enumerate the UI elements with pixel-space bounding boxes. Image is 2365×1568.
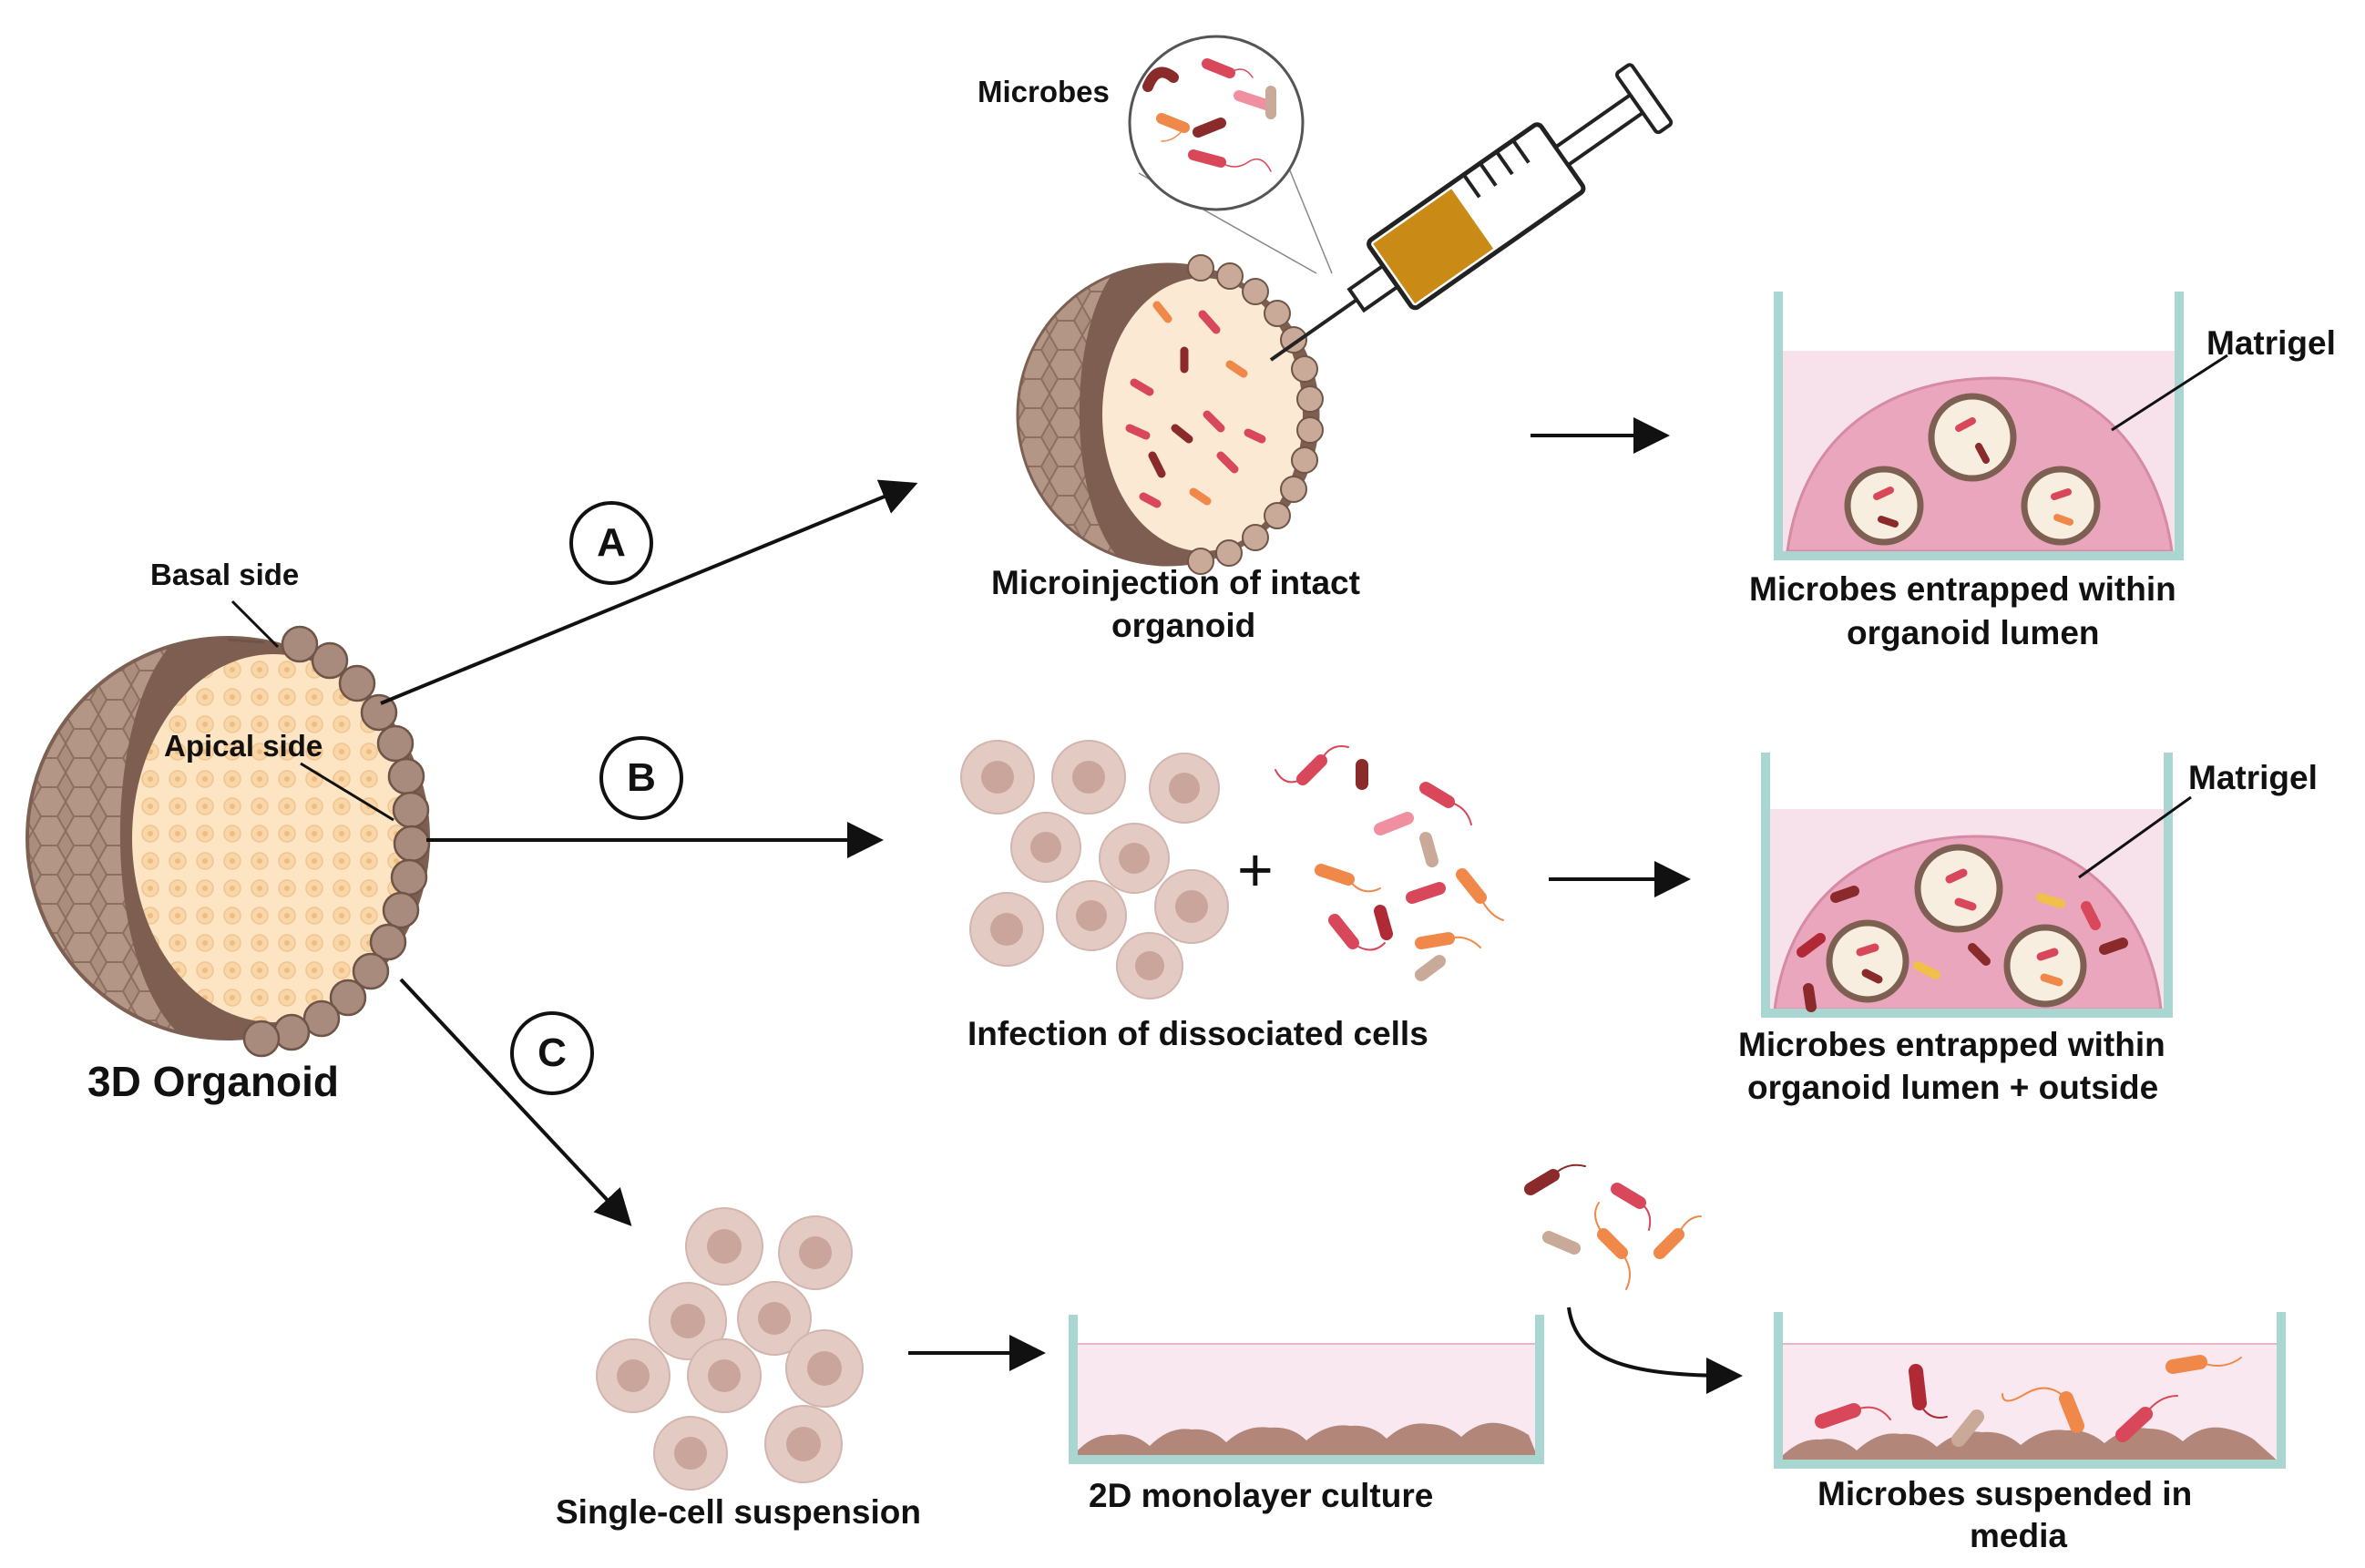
microbes-cluster-c: [1524, 1163, 1702, 1290]
organoid-rim: [242, 625, 431, 1058]
injected-organoid: [1016, 254, 1324, 575]
dish-suspended: [1774, 1312, 2286, 1469]
label-entrapped-b-line1: Microbes entrapped within: [1738, 1026, 2165, 1063]
zoom-line-right: [1288, 168, 1333, 274]
label-3d-organoid: 3D Organoid: [87, 1058, 340, 1105]
dissociated-cells: [960, 740, 1229, 999]
microbes-zoom: [1128, 35, 1305, 211]
dish-b: [1761, 753, 2192, 1018]
syringe-icon: [1269, 63, 1674, 362]
label-suspended-line2: media: [1970, 1517, 2067, 1554]
basal-leader: [230, 600, 280, 649]
label-microinjection-line1: Microinjection of intact: [991, 564, 1360, 601]
route-a-badge: A: [569, 501, 653, 585]
label-plus: +: [1237, 835, 1274, 905]
label-suspended-line1: Microbes suspended in: [1817, 1475, 2193, 1512]
label-matrigel-b: Matrigel: [2188, 759, 2318, 796]
dish-a: [1774, 292, 2228, 560]
label-infection: Infection of dissociated cells: [968, 1015, 1428, 1052]
label-basal-side: Basal side: [150, 558, 300, 591]
arrow-route-a: [380, 479, 918, 705]
label-matrigel-a: Matrigel: [2206, 324, 2336, 362]
apical-leader: [300, 762, 394, 822]
label-apical-side: Apical side: [164, 729, 323, 763]
arrow-c-curved: [1567, 1307, 1743, 1394]
label-entrapped-a-line1: Microbes entrapped within: [1749, 570, 2176, 608]
dish-monolayer: [1069, 1315, 1544, 1464]
single-cell-suspension: [596, 1207, 864, 1491]
route-c-badge: C: [510, 1011, 594, 1095]
route-b-badge: B: [599, 736, 683, 820]
label-microinjection-line2: organoid: [1111, 607, 1256, 644]
label-entrapped-b-line2: organoid lumen + outside: [1747, 1069, 2159, 1106]
label-entrapped-a-line2: organoid lumen: [1847, 614, 2100, 651]
label-microbes: Microbes: [978, 75, 1110, 108]
label-single-cell: Single-cell suspension: [556, 1493, 921, 1531]
organoid-3d: [26, 625, 431, 1058]
label-monolayer: 2D monolayer culture: [1089, 1477, 1434, 1514]
microbes-cluster-b: [1275, 745, 1504, 981]
arrow-route-c: [399, 978, 632, 1226]
